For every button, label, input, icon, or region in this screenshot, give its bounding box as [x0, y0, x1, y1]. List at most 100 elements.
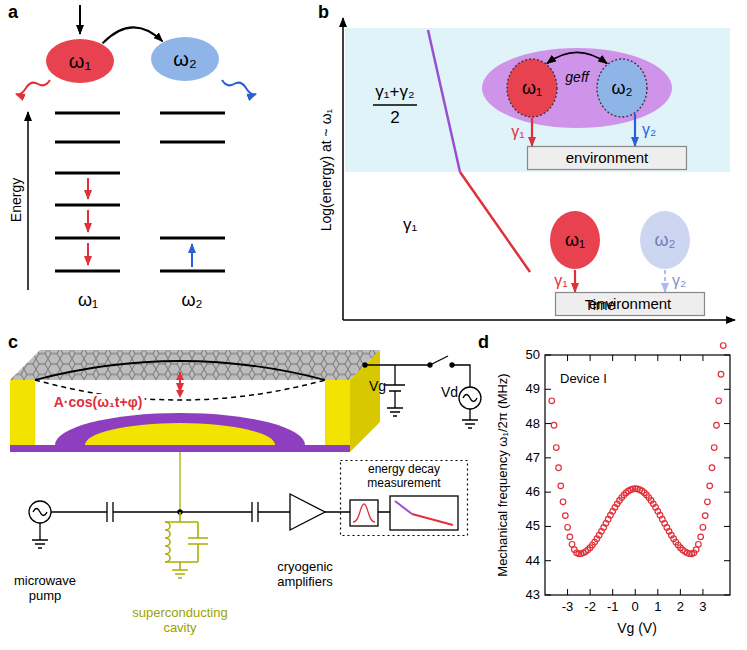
drawing-part [55, 112, 120, 115]
drawing-part [350, 500, 378, 526]
box-shape [528, 147, 687, 170]
ellipse-shape [151, 37, 219, 81]
connector [102, 27, 162, 43]
drawing-part [179, 452, 180, 512]
drawing-part [390, 496, 458, 530]
mode-ellipse: ω₁ [549, 210, 601, 270]
tick [724, 595, 730, 596]
data-point [716, 398, 722, 404]
tick [612, 589, 613, 595]
connector [634, 114, 636, 146]
data-point [565, 524, 571, 530]
tick [567, 355, 568, 361]
text-label: Device I [560, 372, 607, 387]
drawing-part [87, 243, 89, 265]
drawing-part [176, 372, 184, 398]
text-label: microwave pump [5, 574, 85, 604]
drawing-part [55, 141, 120, 144]
text-label: 50 [526, 348, 540, 363]
drawing-part [450, 363, 454, 367]
tick [545, 423, 551, 424]
edge-label: γ₁ [511, 123, 524, 141]
drawing-part [33, 509, 47, 516]
drawing-part [191, 244, 193, 267]
text-label: -2 [584, 600, 596, 615]
data-point [698, 534, 704, 540]
node-text: ω₂ [173, 48, 196, 70]
box: energy decay measurement [340, 460, 468, 536]
data-point [556, 465, 562, 471]
drawing-part [165, 512, 208, 578]
drawing-part [10, 350, 380, 380]
drawing-part [55, 204, 120, 207]
data-point [702, 513, 708, 519]
box-shape [556, 293, 705, 316]
tick [635, 589, 636, 595]
ellipse-shape [597, 59, 647, 117]
text-label: superconducting cavity [120, 606, 240, 636]
drawing-part [365, 365, 430, 416]
tick [590, 589, 591, 595]
drawing-part [412, 514, 453, 525]
box: environment [527, 146, 687, 170]
drawing-part [87, 178, 89, 265]
text-label: ω₁ [78, 290, 98, 311]
mode-ellipse: ω₂ [150, 36, 220, 82]
drawing-part [55, 172, 120, 175]
data-point [718, 371, 724, 377]
tick [724, 355, 730, 356]
node-text: ω₁ [522, 78, 542, 98]
drawing-part [51, 502, 290, 522]
drawing-part [165, 512, 208, 578]
data-point [551, 422, 557, 428]
tick [724, 457, 730, 458]
drawing-part [29, 501, 51, 523]
data-point [549, 398, 555, 404]
text-label: γ₁+γ₂ [375, 82, 414, 102]
tick [545, 389, 551, 390]
tick [545, 492, 551, 493]
mode-ellipse: ω₂ [639, 210, 691, 270]
drawing-part [430, 356, 470, 387]
tick [724, 526, 730, 527]
data-point [700, 524, 706, 530]
tick [657, 355, 658, 361]
connector [531, 118, 533, 146]
connector [574, 270, 576, 292]
tick [590, 355, 591, 361]
data-point [563, 513, 569, 519]
drawing-part [342, 18, 344, 320]
data-point [696, 541, 702, 547]
text-label: c [8, 332, 18, 353]
node-text: ω₂ [654, 230, 675, 250]
text-label: 43 [526, 588, 540, 603]
text-label: cryogenic amplifiers [260, 560, 350, 590]
drawing-part [87, 210, 89, 232]
drawing-part [353, 504, 375, 522]
drawing-part [463, 395, 477, 402]
node-text: energy decay measurement [367, 462, 440, 490]
drawing-part [87, 178, 89, 199]
drawing-part [428, 30, 460, 172]
tick [567, 589, 568, 595]
box: environment [555, 292, 705, 316]
text-label: Energy [8, 178, 24, 222]
mode-ellipse: ω₁ [506, 58, 558, 118]
tick [724, 423, 730, 424]
drawing-part [160, 112, 225, 115]
tick [545, 595, 551, 596]
tick [545, 560, 551, 561]
tick [724, 492, 730, 493]
text-label: 1 [654, 600, 661, 615]
node-text: ω₂ [611, 78, 632, 98]
drawing-part [27, 112, 29, 290]
drawing-part [160, 237, 225, 240]
data-point [705, 499, 711, 505]
text-label: 0 [632, 600, 639, 615]
connector [547, 52, 607, 63]
edge-label: γ₁ [554, 272, 567, 290]
text-label: d [478, 332, 489, 353]
tick [635, 355, 636, 361]
drawing-part [290, 494, 325, 530]
data-point [553, 445, 559, 451]
